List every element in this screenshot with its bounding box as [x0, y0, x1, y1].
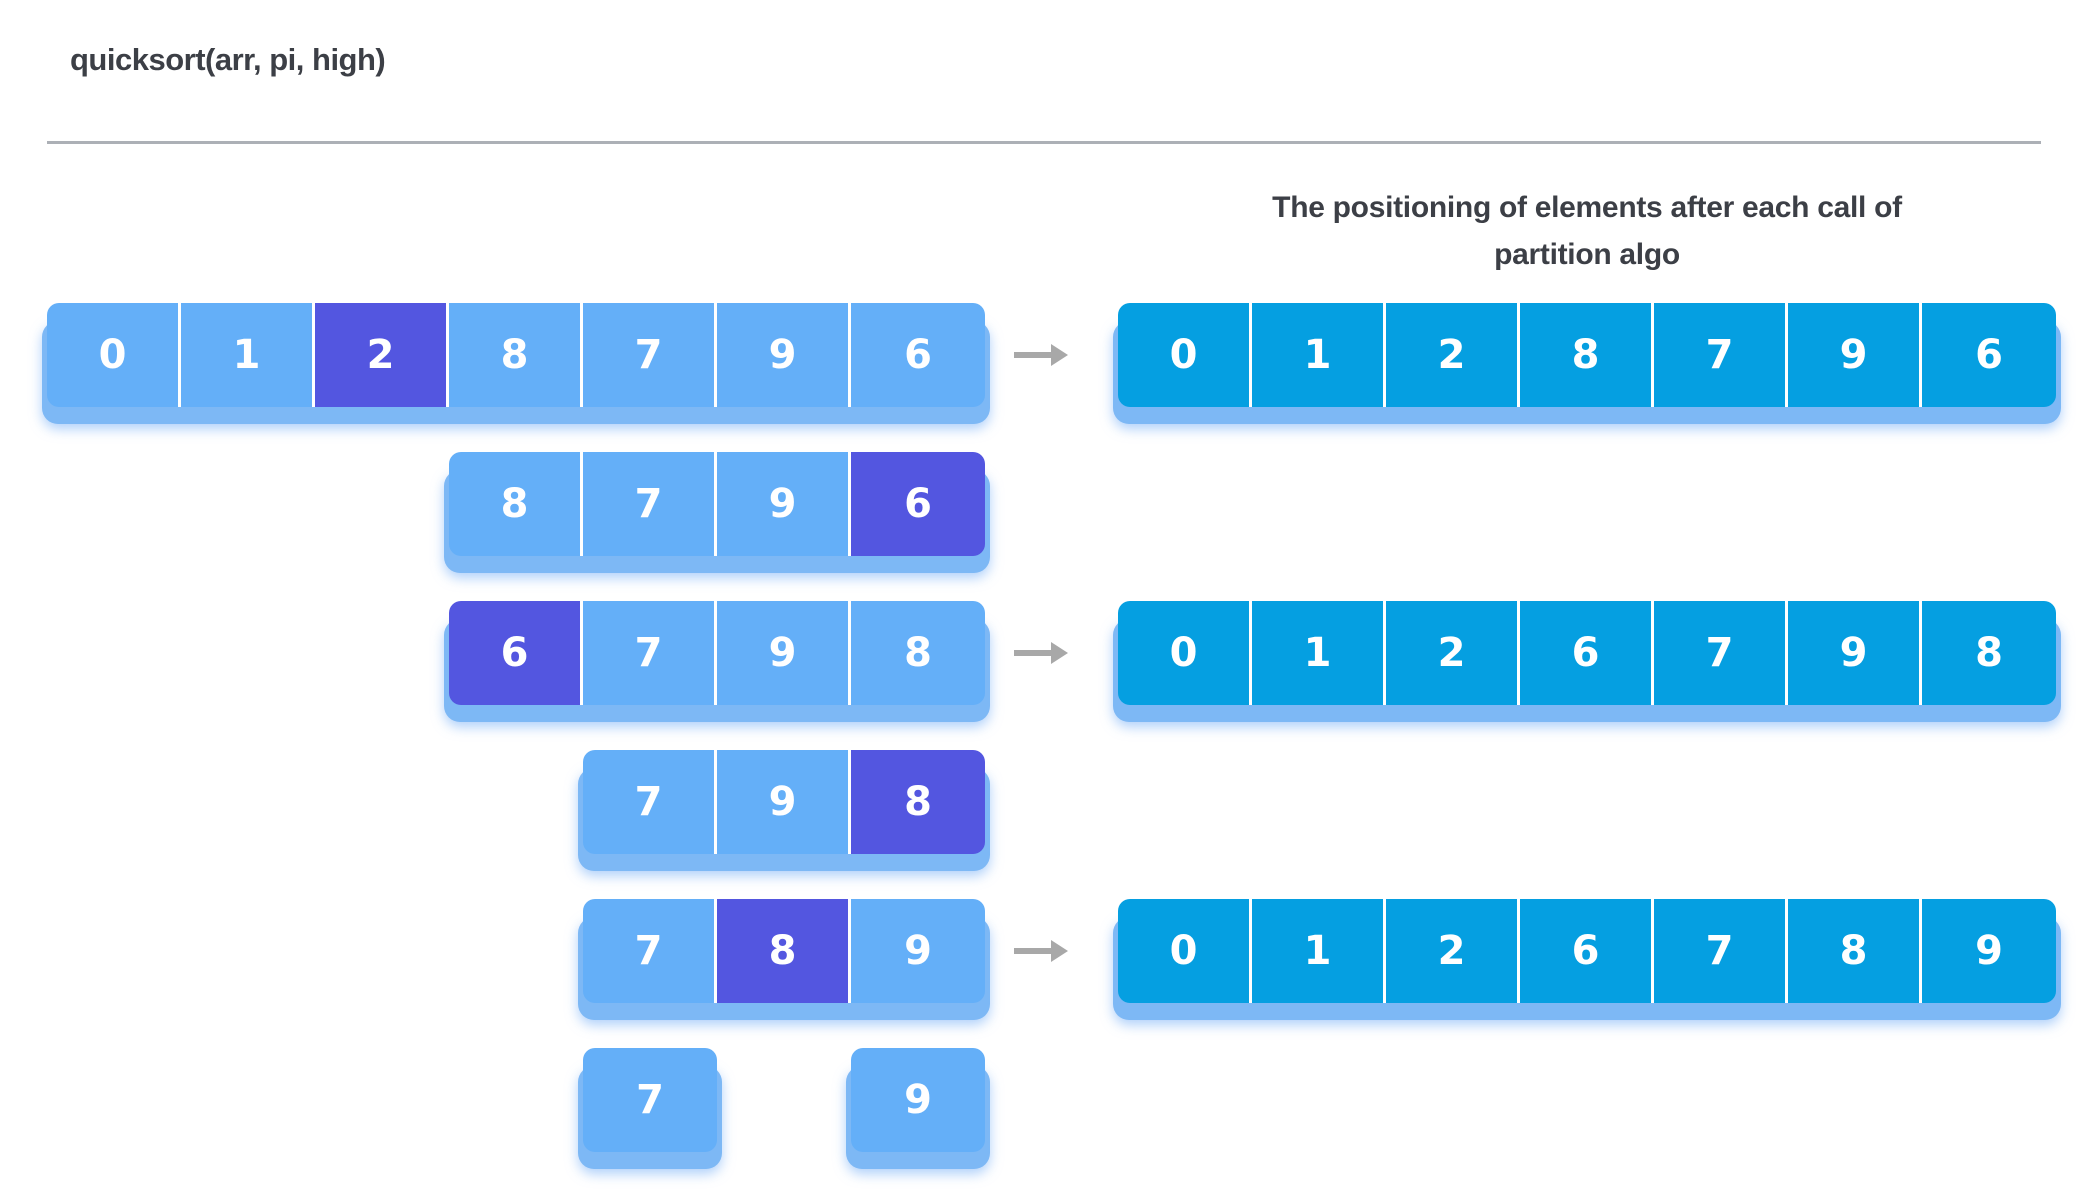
array-cell: 9	[717, 303, 851, 407]
array-cell: 7	[583, 452, 717, 556]
array-cell: 9	[717, 601, 851, 705]
array-cell: 7	[1654, 303, 1788, 407]
arrow-shaft	[1014, 948, 1051, 954]
array-cell: 6	[1922, 303, 2056, 407]
array-cell: 7	[583, 303, 717, 407]
pivot-cell: 6	[851, 452, 985, 556]
array-cells: 7	[583, 1048, 717, 1152]
array-cell: 1	[1252, 899, 1386, 1003]
right-arrow-icon	[1014, 940, 1068, 962]
right-arrow-icon	[1014, 344, 1068, 366]
array-cell: 6	[1520, 601, 1654, 705]
array-cell: 8	[851, 601, 985, 705]
pivot-cell: 8	[851, 750, 985, 854]
array-cell: 8	[1922, 601, 2056, 705]
array-cell: 0	[1118, 601, 1252, 705]
array-cell: 6	[851, 303, 985, 407]
recursion-array: 9	[846, 1048, 990, 1169]
array-cell: 8	[1788, 899, 1922, 1003]
array-cell: 9	[717, 452, 851, 556]
array-cell: 7	[583, 750, 717, 854]
array-cell: 7	[583, 1048, 717, 1152]
right-column-header: The positioning of elements after each c…	[1118, 184, 2056, 278]
array-cell: 8	[449, 452, 583, 556]
divider-line	[47, 141, 2041, 144]
arrow-head	[1051, 642, 1068, 664]
array-cell: 9	[1922, 899, 2056, 1003]
right-header-line2: partition algo	[1494, 238, 1680, 271]
array-cell: 1	[181, 303, 315, 407]
array-cell: 9	[851, 1048, 985, 1152]
array-cell: 7	[583, 601, 717, 705]
arrow-head	[1051, 344, 1068, 366]
array-cell: 1	[1252, 303, 1386, 407]
array-cell: 7	[583, 899, 717, 1003]
arrow-shaft	[1014, 650, 1051, 656]
array-cell: 0	[47, 303, 181, 407]
array-cell: 2	[1386, 303, 1520, 407]
array-cell: 8	[449, 303, 583, 407]
right-arrow-icon	[1014, 642, 1068, 664]
arrow-shaft	[1014, 352, 1051, 358]
array-cell: 1	[1252, 601, 1386, 705]
pivot-cell: 6	[449, 601, 583, 705]
array-cell: 9	[717, 750, 851, 854]
array-cells: 9	[851, 1048, 985, 1152]
right-header-line1: The positioning of elements after each c…	[1272, 191, 1902, 224]
array-cell: 9	[851, 899, 985, 1003]
array-cell: 6	[1520, 899, 1654, 1003]
recursion-array: 7	[578, 1048, 722, 1169]
array-cell: 2	[1386, 601, 1520, 705]
array-cell: 0	[1118, 899, 1252, 1003]
array-cell: 7	[1654, 899, 1788, 1003]
pivot-cell: 2	[315, 303, 449, 407]
array-cell: 2	[1386, 899, 1520, 1003]
arrow-head	[1051, 940, 1068, 962]
pivot-cell: 8	[717, 899, 851, 1003]
array-cell: 9	[1788, 601, 1922, 705]
page-title: quicksort(arr, pi, high)	[70, 42, 386, 77]
array-cell: 9	[1788, 303, 1922, 407]
array-cell: 8	[1520, 303, 1654, 407]
array-cell: 7	[1654, 601, 1788, 705]
array-cell: 0	[1118, 303, 1252, 407]
